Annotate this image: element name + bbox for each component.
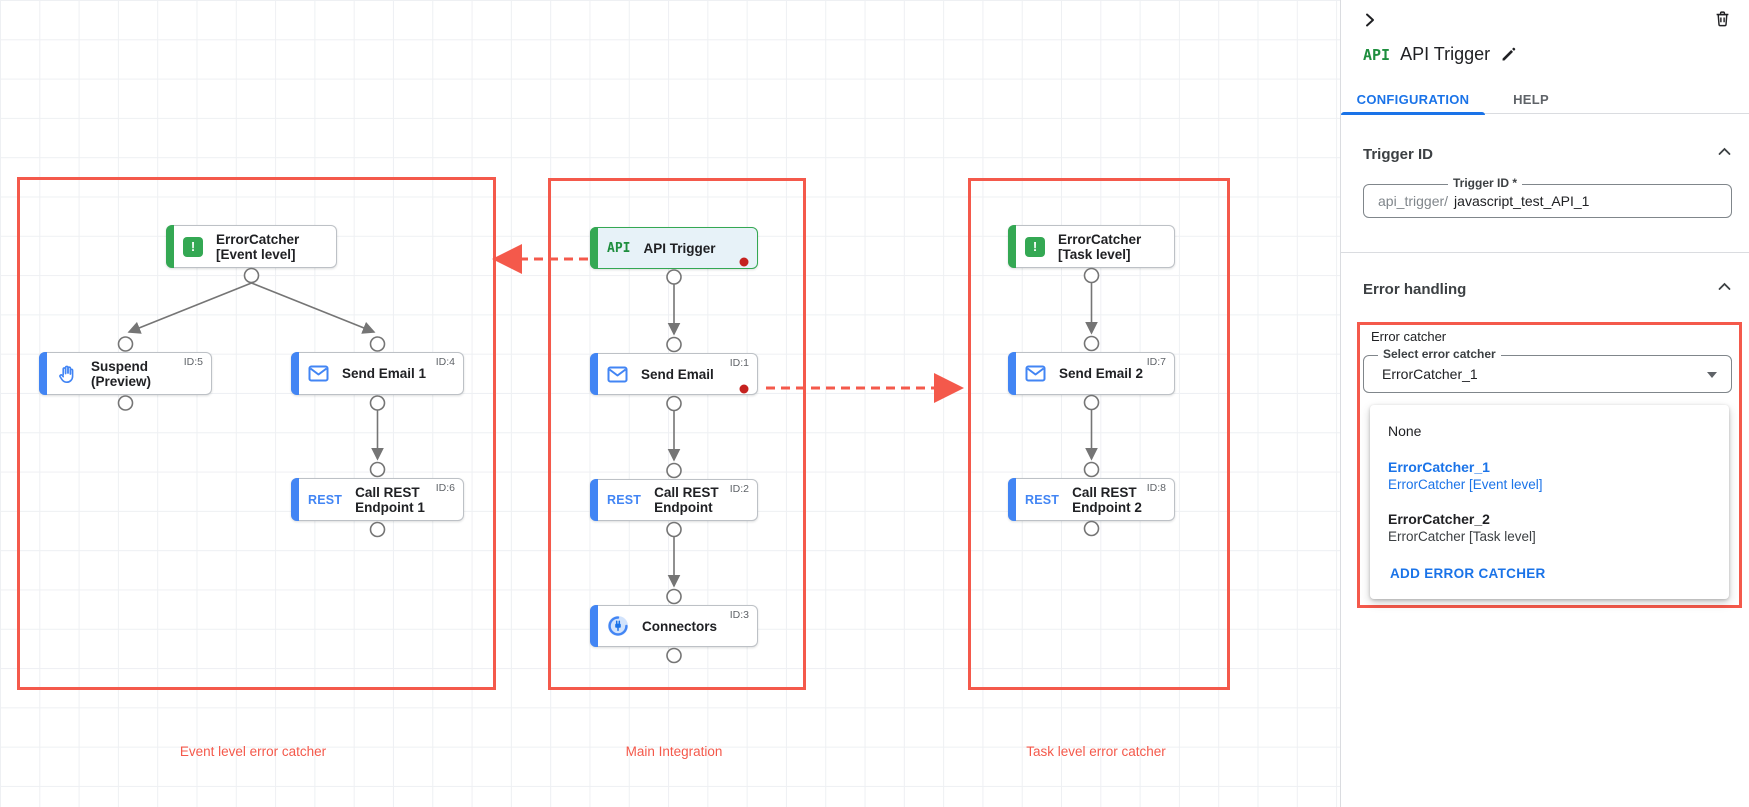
- node-send-email[interactable]: Send Email ID:1: [590, 353, 758, 395]
- node-label: Call REST Endpoint 2: [1072, 484, 1142, 515]
- node-accent-bar: [1008, 352, 1016, 395]
- node-label: Connectors: [642, 618, 718, 634]
- menu-item-name: ErrorCatcher_1: [1388, 459, 1490, 475]
- menu-item-desc: ErrorCatcher [Event level]: [1388, 477, 1543, 492]
- menu-item-name: ErrorCatcher_2: [1388, 511, 1490, 527]
- error-catcher-menu: None ErrorCatcher_1 ErrorCatcher [Event …: [1370, 405, 1729, 599]
- tab-configuration[interactable]: CONFIGURATION: [1341, 84, 1485, 115]
- panel-tabs: CONFIGURATION HELP: [1341, 84, 1749, 115]
- node-accent-bar: [590, 227, 598, 269]
- node-call-rest-endpoint-1[interactable]: REST Call REST Endpoint 1 ID:6: [291, 478, 464, 521]
- trigger-id-value: javascript_test_API_1: [1454, 193, 1590, 209]
- menu-item-desc: ErrorCatcher [Task level]: [1388, 529, 1536, 544]
- group-box-main-integration: [548, 178, 806, 690]
- section-divider: [1341, 252, 1749, 253]
- email-icon: [1025, 365, 1046, 382]
- node-accent-bar: [590, 605, 598, 647]
- group-caption-event-level: Event level error catcher: [179, 744, 327, 759]
- collapse-section-error-handling-icon[interactable]: [1718, 282, 1731, 291]
- delete-trigger-button[interactable]: [1713, 9, 1732, 28]
- node-label: Send Email 2: [1059, 366, 1144, 381]
- select-error-catcher-dropdown[interactable]: Select error catcher ErrorCatcher_1: [1363, 347, 1732, 393]
- node-label: API Trigger: [643, 240, 716, 256]
- node-accent-bar: [590, 479, 598, 521]
- trigger-id-prefix: api_trigger/: [1378, 193, 1449, 209]
- node-label: Send Email: [641, 366, 714, 382]
- integration-canvas[interactable]: Event level error catcher Main Integrati…: [0, 0, 1341, 807]
- trigger-id-field[interactable]: Trigger ID * api_trigger/ javascript_tes…: [1363, 176, 1732, 218]
- node-call-rest-endpoint[interactable]: REST Call REST Endpoint ID:2: [590, 479, 758, 521]
- node-id-badge: ID:6: [435, 482, 455, 494]
- node-id-badge: ID:3: [729, 609, 749, 621]
- rest-icon: REST: [308, 492, 343, 507]
- node-label: Suspend (Preview): [91, 358, 152, 389]
- select-error-catcher-label: Select error catcher: [1378, 347, 1501, 361]
- node-errorcatcher-task-level[interactable]: ! ErrorCatcher [Task level]: [1008, 225, 1175, 268]
- group-caption-main-integration: Main Integration: [625, 744, 723, 759]
- node-accent-bar: [1008, 478, 1016, 521]
- error-catcher-label: Error catcher: [1371, 329, 1447, 344]
- node-api-trigger[interactable]: API API Trigger: [590, 227, 758, 269]
- api-trigger-icon: API: [1363, 45, 1391, 64]
- hand-icon: [56, 363, 78, 385]
- config-panel: API API Trigger CONFIGURATION HELP Trigg…: [1341, 0, 1749, 807]
- section-header-error-handling: Error handling: [1363, 281, 1467, 298]
- node-accent-bar: [166, 225, 174, 268]
- email-icon: [607, 366, 628, 383]
- menu-item-none[interactable]: None: [1388, 423, 1422, 439]
- dropdown-arrow-icon: [1707, 372, 1717, 378]
- group-caption-task-level: Task level error catcher: [1026, 744, 1166, 759]
- email-icon: [308, 365, 329, 382]
- group-box-task-level: [968, 178, 1230, 690]
- node-label: ErrorCatcher [Task level]: [1058, 231, 1142, 262]
- menu-item-errorcatcher-2[interactable]: ErrorCatcher_2 ErrorCatcher [Task level]: [1370, 502, 1729, 554]
- node-accent-bar: [291, 352, 299, 395]
- node-accent-bar: [1008, 225, 1016, 268]
- collapse-section-trigger-id-icon[interactable]: [1718, 147, 1731, 156]
- node-id-badge: ID:5: [183, 356, 203, 368]
- node-call-rest-endpoint-2[interactable]: REST Call REST Endpoint 2 ID:8: [1008, 478, 1175, 521]
- node-label: ErrorCatcher [Event level]: [216, 231, 300, 262]
- node-label: Call REST Endpoint 1: [355, 484, 425, 515]
- section-header-trigger-id: Trigger ID: [1363, 146, 1434, 163]
- node-send-email-2[interactable]: Send Email 2 ID:7: [1008, 352, 1175, 395]
- error-icon: !: [1025, 236, 1045, 257]
- connector-icon: [607, 615, 629, 637]
- add-error-catcher-button[interactable]: ADD ERROR CATCHER: [1390, 566, 1546, 581]
- rest-icon: REST: [607, 493, 642, 507]
- api-icon: API: [607, 240, 631, 256]
- rest-icon: REST: [1025, 492, 1060, 507]
- node-suspend-preview[interactable]: Suspend (Preview) ID:5: [39, 352, 212, 395]
- menu-item-errorcatcher-1[interactable]: ErrorCatcher_1 ErrorCatcher [Event level…: [1370, 450, 1729, 502]
- node-send-email-1[interactable]: Send Email 1 ID:4: [291, 352, 464, 395]
- error-icon: !: [183, 236, 203, 257]
- node-errorcatcher-event-level[interactable]: ! ErrorCatcher [Event level]: [166, 225, 337, 268]
- node-id-badge: ID:1: [729, 357, 749, 369]
- node-id-badge: ID:2: [729, 483, 749, 495]
- error-catcher-annotation-box: [1357, 322, 1742, 608]
- panel-title: API Trigger: [1400, 44, 1491, 64]
- node-accent-bar: [291, 478, 299, 521]
- trigger-id-field-label: Trigger ID *: [1448, 176, 1523, 190]
- node-id-badge: ID:4: [435, 356, 455, 368]
- edit-title-button[interactable]: [1500, 46, 1517, 63]
- node-id-badge: ID:7: [1146, 356, 1166, 368]
- tab-help[interactable]: HELP: [1513, 91, 1549, 107]
- node-accent-bar: [590, 353, 598, 395]
- node-connectors[interactable]: Connectors ID:3: [590, 605, 758, 647]
- node-id-badge: ID:8: [1146, 482, 1166, 494]
- node-label: Send Email 1: [342, 366, 427, 381]
- collapse-panel-button[interactable]: [1361, 11, 1379, 29]
- group-box-event-level: [17, 177, 496, 690]
- node-accent-bar: [39, 352, 47, 395]
- select-error-catcher-value: ErrorCatcher_1: [1382, 366, 1478, 382]
- node-label: Call REST Endpoint: [654, 485, 719, 515]
